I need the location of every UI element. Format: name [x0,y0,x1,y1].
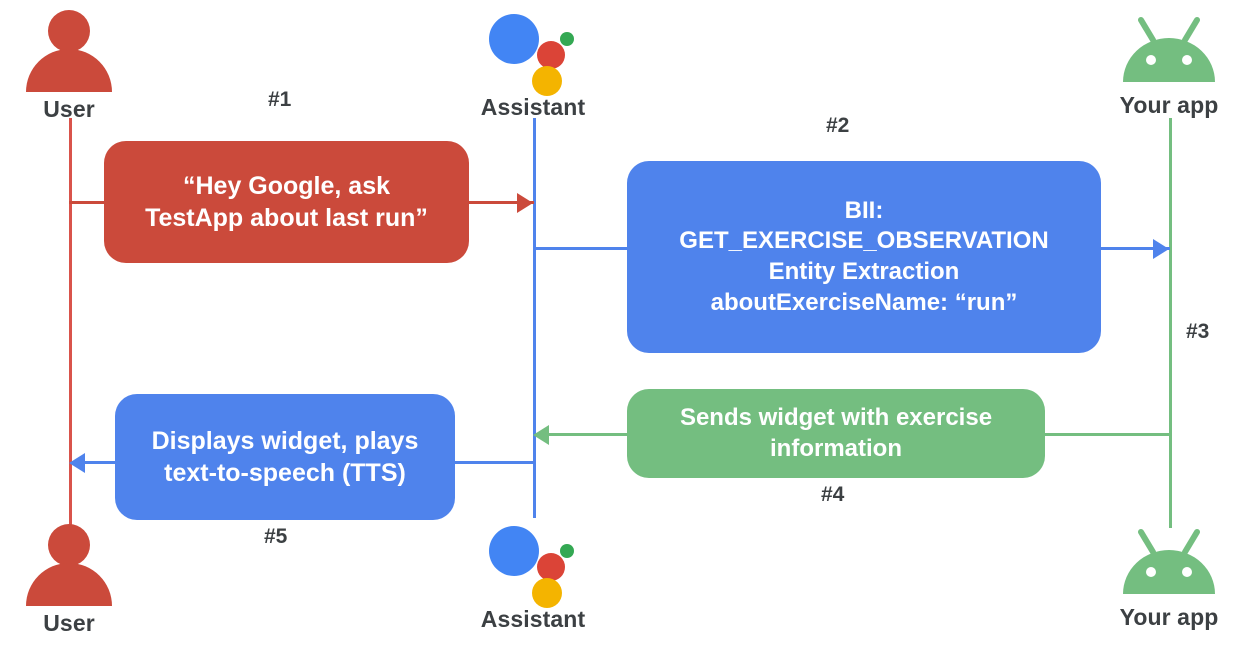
message-box-1: “Hey Google, ask TestApp about last run” [104,141,469,263]
user-icon [26,10,112,92]
lifeline-user [69,118,72,528]
message-4-line-2: information [770,434,902,462]
arrowhead-assistant-to-app [1153,239,1169,259]
user-icon [26,524,112,606]
step-label-1: #1 [268,88,292,111]
message-1-line-1: “Hey Google, ask [182,172,391,200]
android-icon [1117,528,1221,600]
actor-assistant-bottom: Assistant [453,520,613,631]
android-icon [1117,16,1221,88]
actor-label-your-app-top: Your app [1119,92,1219,118]
step-label-3: #3 [1186,320,1210,343]
arrowhead-user-to-assistant [517,193,533,213]
android-icon-svg [1123,529,1215,594]
actor-your-app-top: Your app [1089,16,1244,117]
message-box-5: Displays widget, plays text-to-speech (T… [115,394,455,520]
actor-label-user-top: User [43,96,95,122]
message-box-4: Sends widget with exercise information [627,389,1045,478]
message-box-2: BII: GET_EXERCISE_OBSERVATION Entity Ext… [627,161,1101,353]
message-5-line-2: text-to-speech (TTS) [164,459,406,487]
actor-label-your-app-bottom: Your app [1119,604,1219,630]
actor-label-assistant-top: Assistant [480,94,586,120]
message-2-line-4: aboutExerciseName: “run” [710,288,1018,316]
arrowhead-assistant-to-user [69,453,85,473]
lifeline-assistant [533,118,536,518]
actor-your-app-bottom: Your app [1089,528,1244,629]
actor-assistant-top: Assistant [453,8,613,119]
message-5-line-1: Displays widget, plays [151,427,419,455]
android-icon-svg [1123,17,1215,82]
actor-label-user-bottom: User [43,610,95,636]
message-4-line-1: Sends widget with exercise [679,403,993,431]
arrowhead-app-to-assistant [533,425,549,445]
actor-user-top: User [0,10,149,121]
message-2-line-3: Entity Extraction [768,258,960,285]
step-label-5: #5 [264,525,288,548]
lifeline-your-app [1169,118,1172,528]
message-1-line-2: TestApp about last run” [145,204,428,232]
message-2-line-1: BII: [844,196,884,224]
google-assistant-icon [487,520,579,608]
actor-label-assistant-bottom: Assistant [480,606,586,632]
step-label-2: #2 [826,114,850,137]
step-label-4: #4 [821,483,845,506]
google-assistant-icon [487,8,579,96]
actor-user-bottom: User [0,524,149,635]
message-2-line-2: GET_EXERCISE_OBSERVATION [679,227,1049,255]
